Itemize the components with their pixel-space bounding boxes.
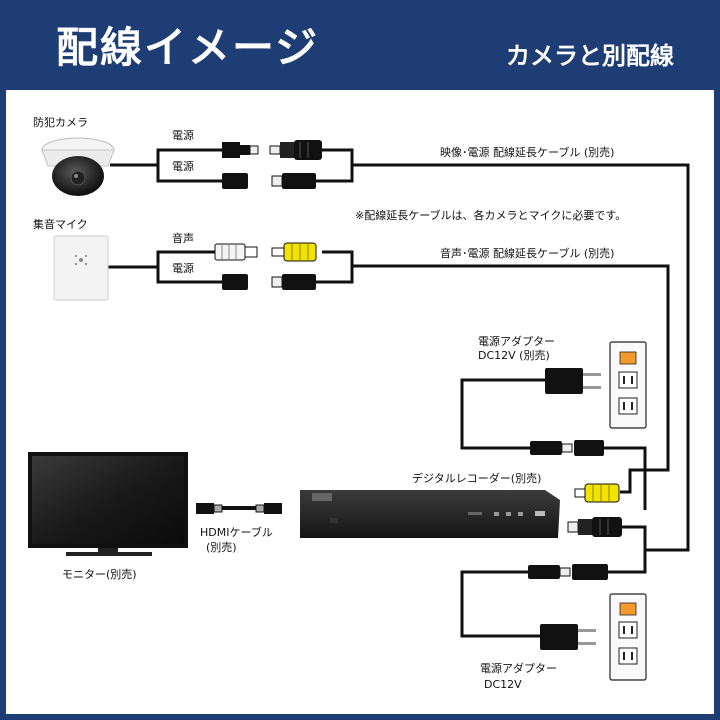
mic-label: 集音マイク [33,217,88,231]
bottom-power-adapter [540,624,596,650]
page-title: 配線イメージ [56,23,320,72]
video-ext-cable-label: 映像･電源 配線延長ケーブル (別売) [440,145,614,159]
camera-power-label-1: 電源 [172,128,194,142]
ext-rca-yellow-plug [271,242,317,262]
mic-audio-label: 音声 [172,231,194,245]
ext-bnc-connector [269,140,322,160]
video-ext-cable-run [352,163,690,552]
ext-dc-jack [271,173,316,189]
camera-power-label-2: 電源 [172,159,194,173]
dome-camera [41,137,115,196]
camera-bnc-connector [222,142,259,158]
hdmi-plug-left [196,503,223,514]
recorder-bnc [567,517,647,548]
top-wall-outlet [609,341,647,429]
audio-ext-cable-label: 音声･電源 配線延長ケーブル (別売) [440,246,614,260]
mic-split-top [156,250,215,267]
ext-cable-note: ※配線延長ケーブルは、各カメラとマイクに必要です。 [355,208,626,222]
page-subtitle: カメラと別配線 [506,42,674,70]
mic-rca-plug [214,243,258,261]
top-adapter-label-2: DC12V (別売) [478,349,550,362]
monitor-label: モニター(別売) [62,568,137,581]
audio-ext-cable-run [352,264,670,494]
top-dc-connector-pair [530,440,604,456]
hdmi-plug-right [255,503,282,514]
hdmi-label-2: (別売) [206,541,237,554]
ext-dc-jack-audio [271,274,316,290]
bottom-wall-outlet [609,593,647,681]
mic-split-bottom [156,267,222,284]
diagram-panel [6,90,714,714]
camera-split-bottom [156,165,222,183]
camera-label: 防犯カメラ [33,115,88,129]
mic-power-label: 電源 [172,261,194,275]
cables [108,148,690,638]
camera-dc-plug [222,173,248,189]
bottom-dc-connector-pair [528,564,608,580]
top-power-adapter [545,368,601,394]
header-bar: 配線イメージ カメラと別配線 [0,0,720,90]
camera-split-top [156,148,222,165]
mic-dc-plug [222,274,248,290]
recorder-label: デジタルレコーダー(別売) [412,471,541,485]
digital-recorder [300,490,560,538]
top-adapter-label-1: 電源アダプター [478,334,555,348]
top-adapter-ext [604,446,647,510]
audio-ext-cable-left [316,250,354,284]
microphone-box [53,235,109,301]
tv-monitor [28,452,188,556]
recorder-rca-yellow [574,483,620,503]
bottom-adapter-ext [608,548,647,574]
bottom-adapter-cable [460,570,540,638]
top-adapter-cable [460,378,545,450]
hdmi-label-1: HDMIケーブル [200,525,273,539]
bottom-adapter-label-2: DC12V [484,678,522,691]
bottom-adapter-label-1: 電源アダプター [480,661,557,675]
